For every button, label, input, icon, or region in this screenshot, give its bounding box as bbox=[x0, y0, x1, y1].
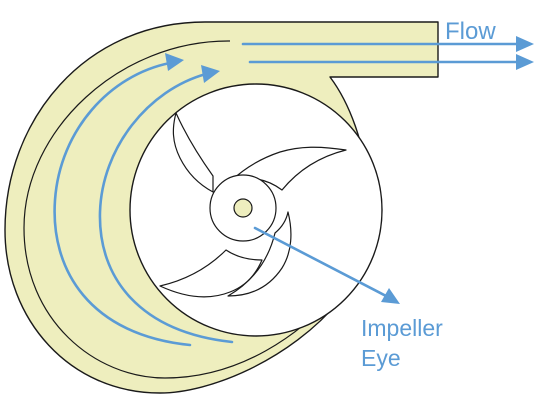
impeller-vane-upper bbox=[172, 112, 214, 193]
discharge-flow-arrow-lower-head bbox=[516, 54, 534, 70]
impeller-eye-label-line2: Eye bbox=[361, 345, 401, 371]
flow-label: Flow bbox=[445, 18, 496, 45]
impeller-eye-pointer-head bbox=[381, 288, 400, 304]
volute-flow-arrow-outer-head bbox=[165, 53, 184, 71]
impeller-eye-label-line1: Impeller bbox=[361, 315, 443, 341]
discharge-flow-arrow-upper-head bbox=[516, 36, 534, 52]
impeller-shaft bbox=[233, 198, 253, 218]
volute-flow-arrow-inner-head bbox=[201, 65, 220, 83]
volute-flow-arrow-inner bbox=[98, 72, 234, 344]
volute-flow-arrow-outer bbox=[53, 61, 192, 347]
impeller-vane-lower-left bbox=[159, 249, 263, 298]
impeller-eye-pointer bbox=[253, 226, 390, 299]
casing-inner-liner bbox=[23, 40, 341, 379]
